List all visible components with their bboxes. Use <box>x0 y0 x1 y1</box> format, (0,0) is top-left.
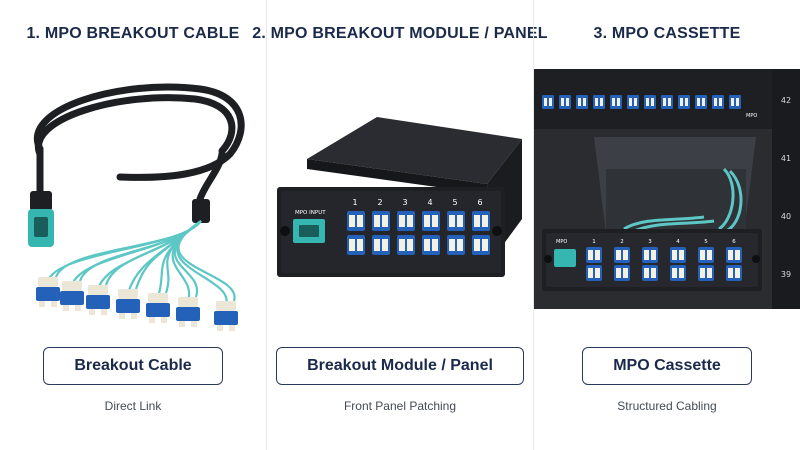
module-port-number: 1 <box>352 198 357 207</box>
breakout-module-label: Breakout Module / Panel <box>276 347 524 385</box>
patch-port-icon <box>712 95 724 109</box>
lc-duplex-port-icon <box>670 247 686 263</box>
module-port-number: 4 <box>427 198 432 207</box>
rack-unit-number: 42 <box>781 96 791 105</box>
patch-port-icon <box>576 95 588 109</box>
patch-panel-label: MPO <box>746 113 757 119</box>
lc-duplex-port-icon <box>472 211 490 231</box>
lc-duplex-port-icon <box>698 247 714 263</box>
breakout-module-caption: Front Panel Patching <box>343 399 457 413</box>
panel-heading: 1. MPO BREAKOUT CABLE <box>26 25 240 42</box>
patch-port-icon <box>542 95 554 109</box>
lc-duplex-port-icon <box>347 235 365 255</box>
patch-port-icon <box>610 95 622 109</box>
lc-duplex-port-icon <box>698 265 714 281</box>
mpo-cassette-illustration: 42 41 40 39 MPO MPO 1 2 3 4 5 6 <box>534 69 800 309</box>
lc-duplex-port-icon <box>642 247 658 263</box>
panel-heading: 2. MPO BREAKOUT MODULE / PANEL <box>252 25 548 42</box>
panel-heading: 3. MPO CASSETTE <box>593 25 741 42</box>
cassette-port-number: 5 <box>704 239 708 245</box>
cassette-label: MPO <box>556 239 567 245</box>
module-port-number: 5 <box>452 198 457 207</box>
module-port-number: 2 <box>377 198 382 207</box>
lc-connector-icon <box>86 285 110 315</box>
cassette-port-number: 4 <box>676 239 680 245</box>
panel-breakout-module: 2. MPO BREAKOUT MODULE / PANEL MPO INPUT… <box>252 0 548 450</box>
lc-duplex-port-icon <box>726 247 742 263</box>
lc-duplex-port-icon <box>347 211 365 231</box>
lc-duplex-port-icon <box>397 235 415 255</box>
lc-duplex-port-icon <box>726 265 742 281</box>
module-port-number: 3 <box>402 198 407 207</box>
breakout-cable-illustration <box>28 83 245 331</box>
lc-duplex-port-icon <box>447 235 465 255</box>
lc-duplex-port-icon <box>472 235 490 255</box>
lc-duplex-port-icon <box>372 235 390 255</box>
breakout-cable-label: Breakout Cable <box>43 347 223 385</box>
patch-port-icon <box>661 95 673 109</box>
patch-port-icon <box>729 95 741 109</box>
breakout-cable-caption: Direct Link <box>104 399 162 413</box>
patch-port-icon <box>695 95 707 109</box>
lc-duplex-port-icon <box>614 247 630 263</box>
mpo-cassette-label: MPO Cassette <box>582 347 752 385</box>
patch-port-icon <box>678 95 690 109</box>
lc-connector-icon <box>214 301 238 331</box>
cassette-port-number: 6 <box>732 239 736 245</box>
patch-port-icon <box>559 95 571 109</box>
patch-port-icon <box>644 95 656 109</box>
lc-connector-icon <box>176 297 200 327</box>
patch-port-icon <box>627 95 639 109</box>
lc-duplex-port-icon <box>670 265 686 281</box>
lc-duplex-port-icon <box>447 211 465 231</box>
panel-breakout-cable: 1. MPO BREAKOUT CABLE Breakout Cable Dir… <box>0 0 266 450</box>
lc-connector-icon <box>116 289 140 319</box>
lc-duplex-port-icon <box>372 211 390 231</box>
lc-duplex-port-icon <box>422 235 440 255</box>
cassette-port-number: 3 <box>648 239 652 245</box>
cassette-port-number: 1 <box>592 239 596 245</box>
lc-duplex-port-icon <box>586 247 602 263</box>
cassette-port-number: 2 <box>620 239 624 245</box>
lc-connector-icon <box>60 281 84 311</box>
breakout-module-illustration: MPO INPUT 1 2 3 4 5 6 <box>277 117 522 277</box>
lc-connector-icon <box>146 293 170 323</box>
module-input-label: MPO INPUT <box>295 210 326 216</box>
rack-unit-number: 39 <box>781 270 791 279</box>
lc-duplex-port-icon <box>397 211 415 231</box>
lc-duplex-port-icon <box>422 211 440 231</box>
rack-unit-number: 41 <box>781 154 791 163</box>
lc-duplex-port-icon <box>614 265 630 281</box>
lc-duplex-port-icon <box>586 265 602 281</box>
lc-connector-icon <box>36 277 60 307</box>
module-port-number: 6 <box>477 198 482 207</box>
patch-port-icon <box>593 95 605 109</box>
lc-duplex-port-icon <box>642 265 658 281</box>
rack-unit-number: 40 <box>781 212 791 221</box>
mpo-cassette-caption: Structured Cabling <box>617 399 717 413</box>
